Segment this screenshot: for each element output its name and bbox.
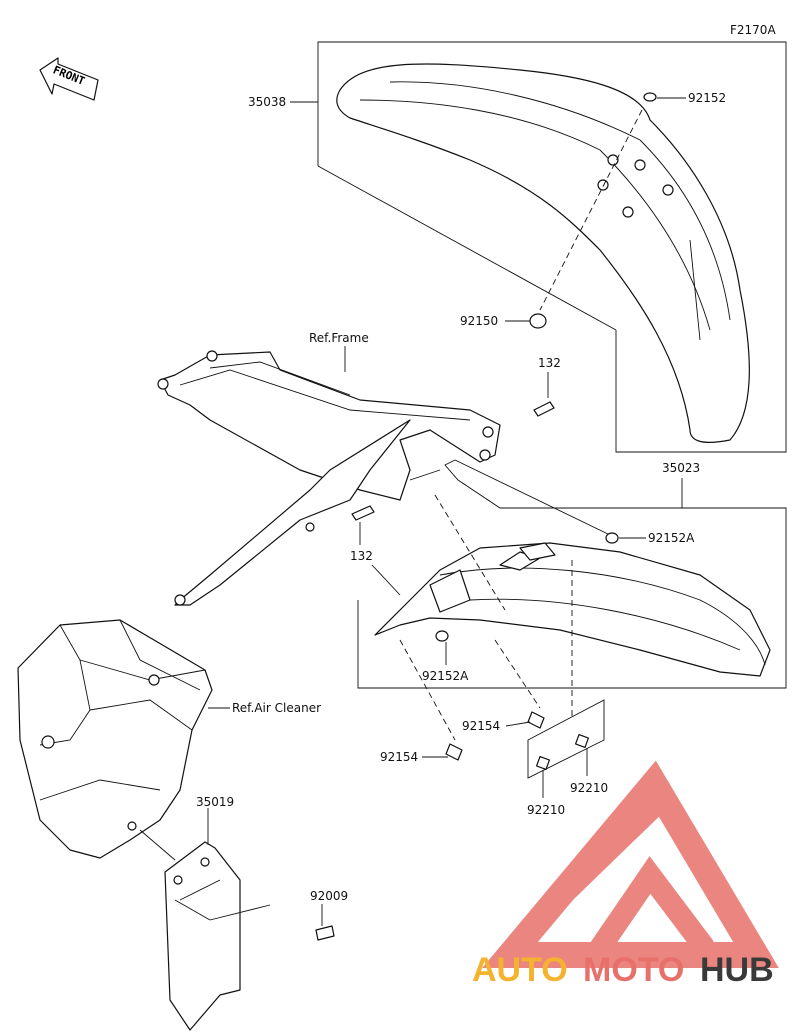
mud-flap: [164, 841, 241, 1031]
bolt-92154-left: [445, 743, 463, 761]
fender-mount-dashed: [539, 109, 643, 311]
watermark-word-hub: HUB: [700, 951, 774, 989]
watermark-logo: [482, 760, 779, 968]
callout-35038: 35038: [248, 95, 286, 109]
clip-92150: [529, 313, 547, 329]
rear-fender-frame: [357, 459, 787, 689]
callout-92152a-right: 92152A: [648, 531, 695, 545]
front-arrow-icon: FRONT: [39, 57, 99, 101]
callout-ref-frame: Ref.Frame: [309, 331, 369, 345]
diagram-code: F2170A: [730, 23, 776, 37]
callout-35023: 35023: [662, 461, 700, 475]
callout-132-upper: 132: [538, 356, 561, 370]
screw-92009: [315, 925, 335, 941]
watermark-word-moto: MOTO: [583, 951, 684, 989]
front-fender: [336, 63, 750, 443]
callout-92210-left: 92210: [527, 803, 565, 817]
sub-frame: [157, 350, 501, 606]
collar-92152a-left: [435, 630, 449, 642]
collar-92152a-right: [605, 532, 619, 544]
callout-92009: 92009: [310, 889, 348, 903]
callout-ref-air-cleaner: Ref.Air Cleaner: [232, 701, 321, 715]
callout-92210-right: 92210: [570, 781, 608, 795]
bolt-132-upper: [533, 401, 555, 417]
callout-92154-right: 92154: [462, 719, 500, 733]
callout-132-lower: 132: [350, 549, 373, 563]
bolt-92154-right: [527, 711, 545, 729]
nut-92210-left: [535, 755, 551, 771]
nut-92210-right: [574, 733, 590, 749]
callout-35019: 35019: [196, 795, 234, 809]
front-fender-frame: [317, 41, 787, 453]
bolt-132-lower: [351, 505, 375, 521]
air-cleaner-box: [17, 619, 213, 859]
callout-92152a-left: 92152A: [422, 669, 469, 683]
watermark-word-auto: AUTO: [472, 951, 568, 989]
callout-92154-left: 92154: [380, 750, 418, 764]
nut-plate-frame: [527, 699, 605, 779]
callout-92150: 92150: [460, 314, 498, 328]
screw-92152-top: [643, 92, 657, 102]
rear-fender: [374, 542, 771, 677]
callout-92152: 92152: [688, 91, 726, 105]
